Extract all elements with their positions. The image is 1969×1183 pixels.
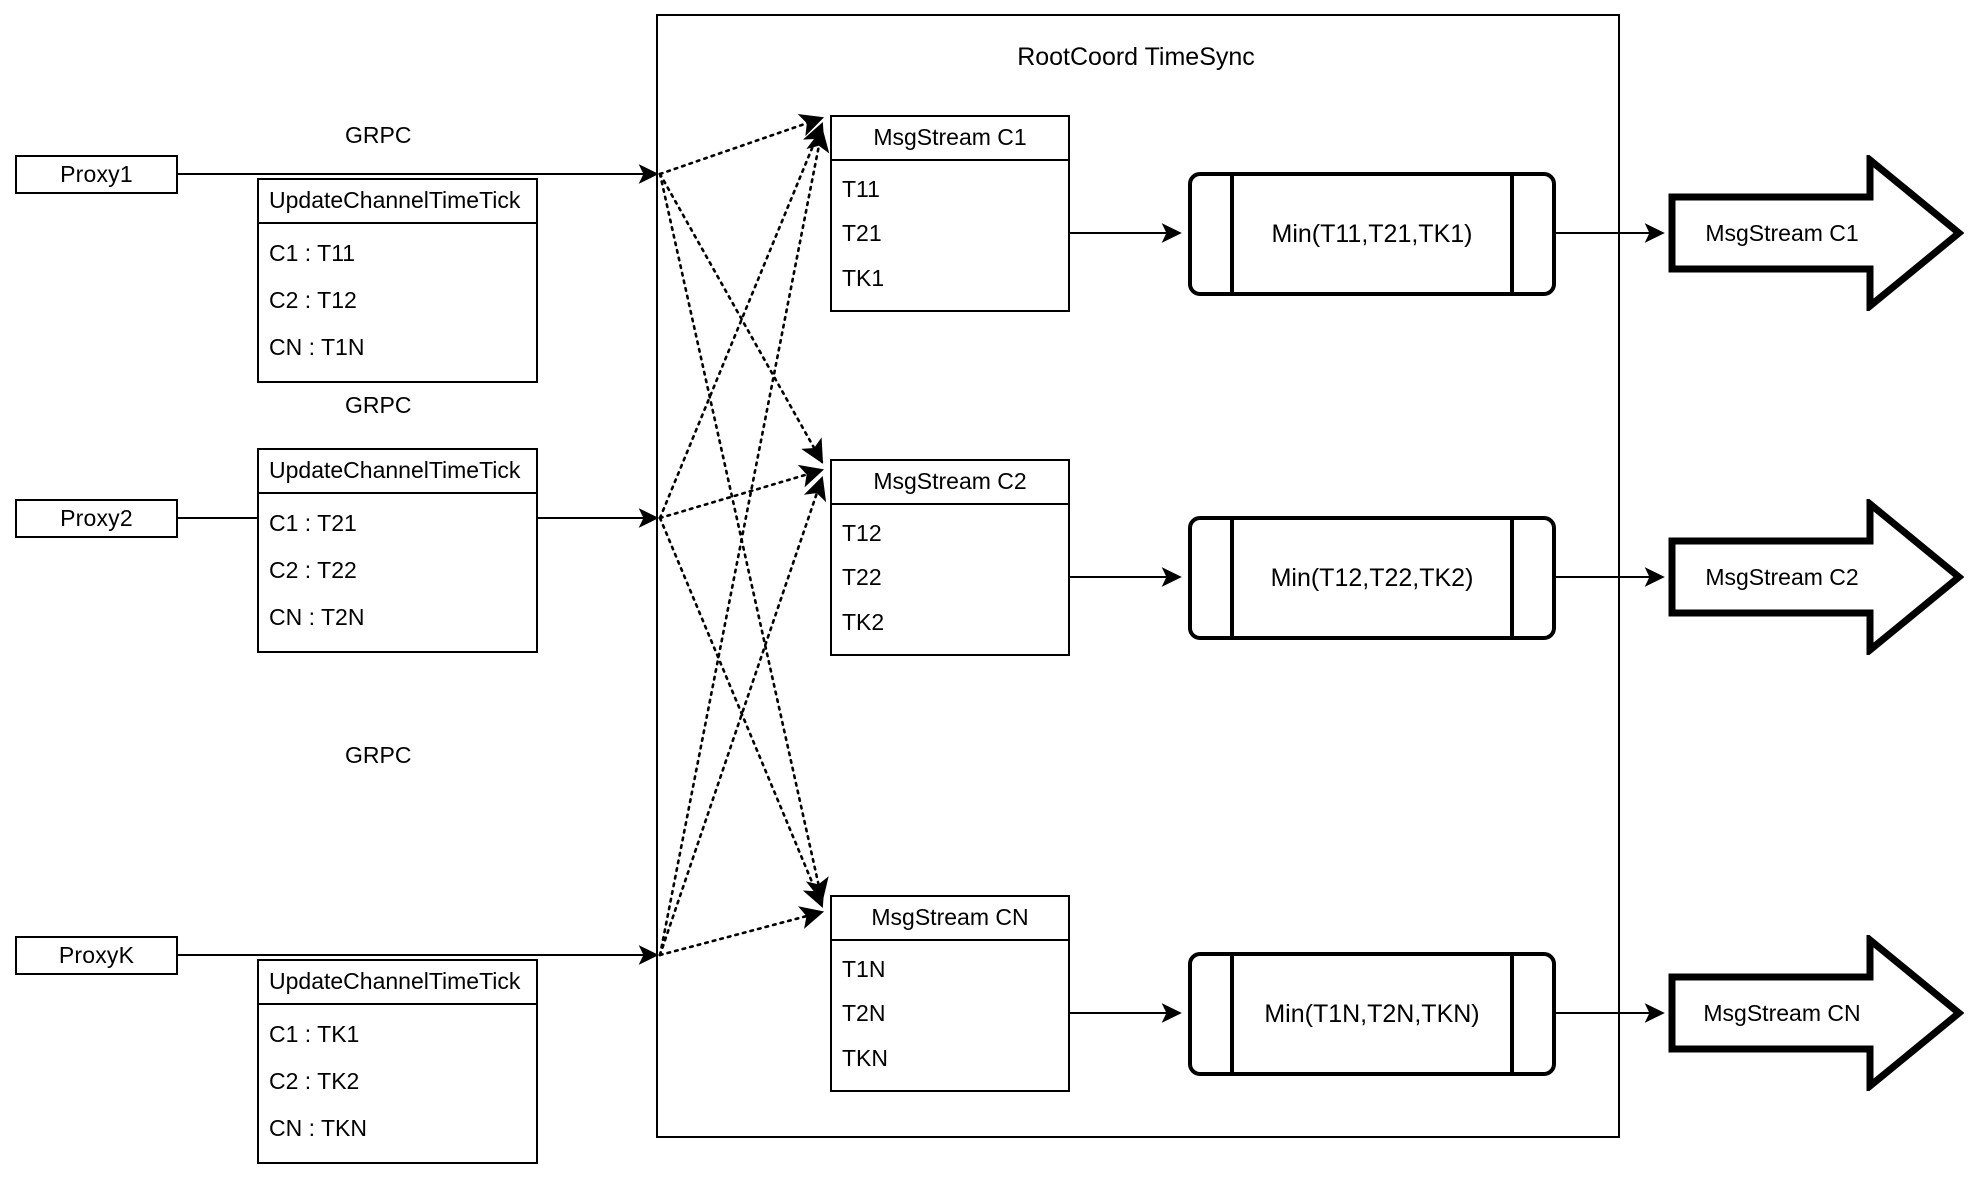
table-row: C1 : TK1	[269, 1021, 360, 1048]
table-body: C1 : T21 C2 : T22 CN : T2N	[259, 494, 536, 651]
grpc-label-3: GRPC	[345, 742, 412, 768]
process-bar-right	[1510, 176, 1552, 292]
table-header: MsgStream C1	[832, 117, 1068, 161]
min-label: Min(T12,T22,TK2)	[1270, 563, 1474, 592]
output-label: MsgStream CN	[1703, 999, 1861, 1026]
table-body: C1 : T11 C2 : T12 CN : T1N	[259, 224, 536, 381]
table-row: T21	[842, 220, 882, 247]
min-process-box-3: Min(T1N,T2N,TKN)	[1188, 952, 1556, 1076]
table-row: T12	[842, 520, 882, 547]
output-block-arrow-1: MsgStream C1	[1668, 155, 1964, 311]
proxy-label: Proxy1	[60, 161, 133, 187]
min-label: Min(T1N,T2N,TKN)	[1264, 999, 1480, 1028]
output-block-arrow-3: MsgStream CN	[1668, 935, 1964, 1091]
process-bar-right	[1510, 956, 1552, 1072]
proxy-box-3[interactable]: ProxyK	[15, 936, 178, 975]
table-row: T11	[842, 176, 880, 203]
container-title: RootCoord TimeSync	[1017, 43, 1255, 71]
min-label: Min(T11,T21,TK1)	[1271, 219, 1473, 248]
output-block-arrow-2: MsgStream C2	[1668, 499, 1964, 655]
msgstream-table-3: MsgStream CN T1N T2N TKN	[830, 895, 1070, 1092]
grpc-label-1: GRPC	[345, 122, 412, 148]
table-body: T12 T22 TK2	[832, 505, 1068, 654]
table-row: TK1	[842, 264, 885, 291]
grpc-label-2: GRPC	[345, 392, 412, 418]
table-header: UpdateChannelTimeTick	[259, 961, 536, 1005]
process-bar-left	[1192, 520, 1234, 636]
table-row: T22	[842, 564, 882, 591]
min-process-box-2: Min(T12,T22,TK2)	[1188, 516, 1556, 640]
table-row: T1N	[842, 956, 886, 983]
output-label: MsgStream C1	[1705, 219, 1859, 246]
table-row: C1 : T11	[269, 240, 356, 267]
table-row: C1 : T21	[269, 510, 357, 537]
table-row: TK2	[842, 608, 885, 635]
table-row: CN : T1N	[269, 334, 365, 361]
output-label: MsgStream C2	[1705, 563, 1859, 590]
table-body: C1 : TK1 C2 : TK2 CN : TKN	[259, 1005, 536, 1162]
table-body: T11 T21 TK1	[832, 161, 1068, 310]
table-row: C2 : TK2	[269, 1068, 360, 1095]
update-channel-timetick-table-3: UpdateChannelTimeTick C1 : TK1 C2 : TK2 …	[257, 959, 538, 1164]
msgstream-table-2: MsgStream C2 T12 T22 TK2	[830, 459, 1070, 656]
proxy-box-1[interactable]: Proxy1	[15, 155, 178, 194]
min-process-box-1: Min(T11,T21,TK1)	[1188, 172, 1556, 296]
process-bar-left	[1192, 956, 1234, 1072]
table-row: T2N	[842, 1000, 886, 1027]
msgstream-table-1: MsgStream C1 T11 T21 TK1	[830, 115, 1070, 312]
table-row: C2 : T12	[269, 287, 357, 314]
proxy-label: Proxy2	[60, 505, 133, 531]
update-channel-timetick-table-2: UpdateChannelTimeTick C1 : T21 C2 : T22 …	[257, 448, 538, 653]
table-header: MsgStream CN	[832, 897, 1068, 941]
update-channel-timetick-table-1: UpdateChannelTimeTick C1 : T11 C2 : T12 …	[257, 178, 538, 383]
rootcoord-timesync-container	[656, 14, 1620, 1138]
table-row: CN : TKN	[269, 1115, 367, 1142]
process-bar-left	[1192, 176, 1234, 292]
proxy-box-2[interactable]: Proxy2	[15, 499, 178, 538]
table-row: CN : T2N	[269, 604, 365, 631]
process-bar-right	[1510, 520, 1552, 636]
table-row: TKN	[842, 1044, 888, 1071]
table-header: UpdateChannelTimeTick	[259, 450, 536, 494]
table-header: UpdateChannelTimeTick	[259, 180, 536, 224]
proxy-label: ProxyK	[58, 942, 135, 968]
table-header: MsgStream C2	[832, 461, 1068, 505]
table-row: C2 : T22	[269, 557, 357, 584]
table-body: T1N T2N TKN	[832, 941, 1068, 1090]
